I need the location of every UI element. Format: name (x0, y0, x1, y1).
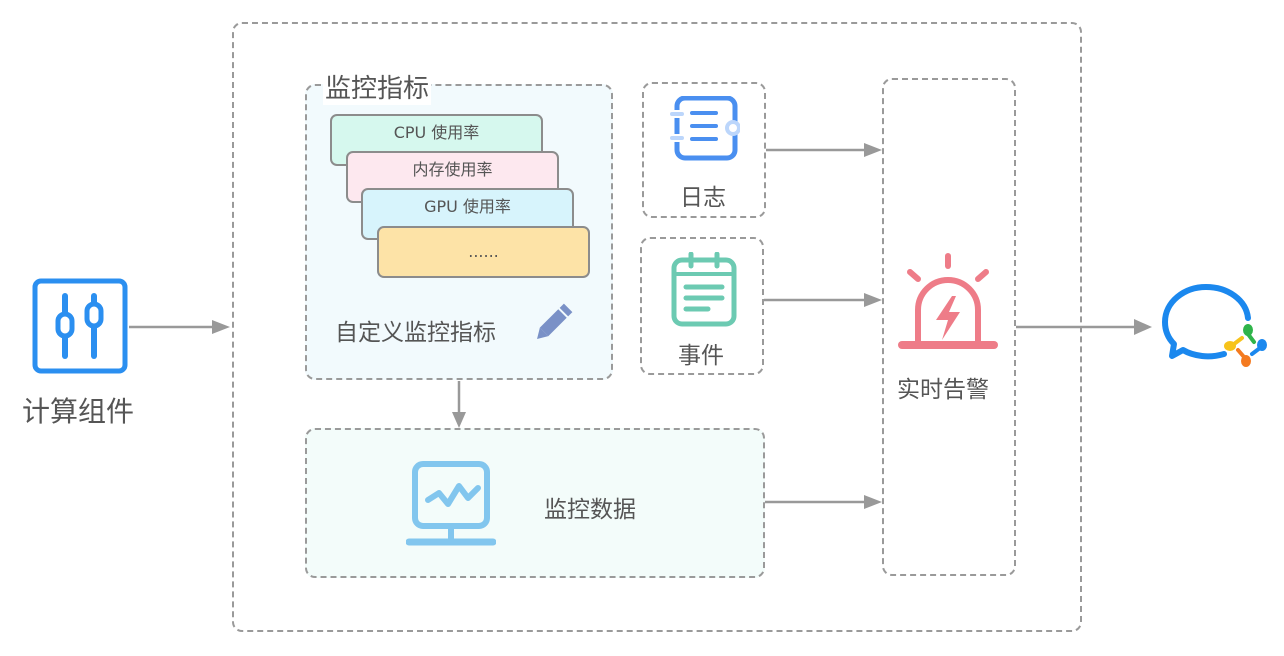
wecom-icon (1162, 282, 1272, 370)
arrow-monitor-data-to-alert (765, 495, 882, 509)
metric-card-more: ...... (377, 226, 590, 278)
alert-node (882, 78, 1016, 576)
metric-card-label: 内存使用率 (412, 160, 493, 179)
metrics-group-title: 监控指标 (323, 68, 432, 105)
alert-label: 实时告警 (897, 377, 989, 403)
metric-card-label: ...... (468, 242, 499, 261)
monitor-data-label: 监控数据 (544, 497, 636, 523)
metric-card-label: GPU 使用率 (424, 197, 511, 216)
calendar-icon (670, 251, 740, 328)
pencil-icon[interactable] (532, 302, 576, 342)
events-node (640, 237, 764, 375)
metric-card-label: CPU 使用率 (393, 123, 480, 142)
sliders-icon (32, 278, 128, 374)
compute-component-node (32, 278, 128, 374)
arrow-metrics-to-monitor-data (452, 381, 466, 428)
monitor-data-node (305, 428, 765, 578)
alarm-light-icon (896, 252, 1000, 352)
events-label: 事件 (678, 343, 724, 369)
arrow-compute-to-platform (129, 320, 230, 334)
compute-component-label: 计算组件 (22, 395, 135, 428)
log-document-icon (670, 95, 741, 162)
monitor-chart-icon (405, 460, 497, 548)
logs-label: 日志 (680, 185, 726, 211)
arrow-alert-to-wecom (1016, 319, 1152, 335)
logs-node (642, 82, 766, 218)
arrow-logs-to-alert (766, 143, 882, 157)
arrow-events-to-alert (764, 293, 882, 307)
custom-metrics-label: 自定义监控指标 (335, 320, 496, 346)
